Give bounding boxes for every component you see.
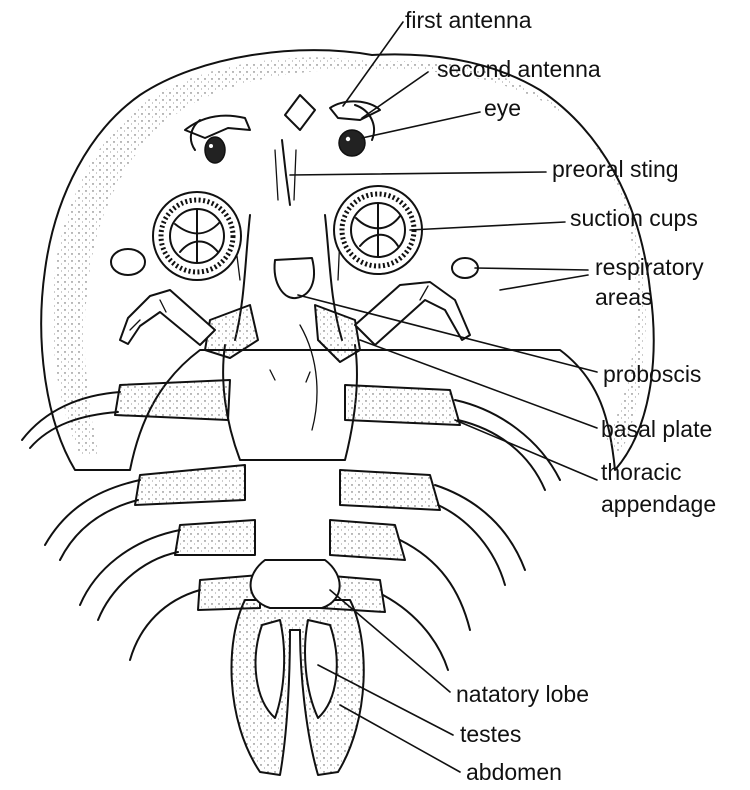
- label-respiratory-areas-2: areas: [595, 284, 653, 310]
- eye-left: [205, 137, 225, 163]
- label-thoracic-appendage-2: appendage: [601, 491, 716, 517]
- eye-right: [339, 130, 365, 156]
- suction-cup-right: [334, 186, 422, 274]
- label-thoracic-appendage-1: thoracic: [601, 459, 682, 485]
- suction-cup-left: [153, 192, 241, 280]
- natatory-lobe: [251, 560, 340, 608]
- label-proboscis: proboscis: [603, 361, 701, 387]
- label-basal-plate: basal plate: [601, 416, 712, 442]
- label-natatory-lobe: natatory lobe: [456, 681, 589, 707]
- abdomen: [231, 600, 363, 775]
- label-respiratory-areas-1: respiratory: [595, 254, 704, 280]
- label-eye: eye: [484, 95, 521, 121]
- label-abdomen: abdomen: [466, 759, 562, 785]
- label-testes: testes: [460, 721, 521, 747]
- label-preoral-sting: preoral sting: [552, 156, 679, 182]
- label-first-antenna: first antenna: [405, 7, 532, 33]
- label-suction-cups: suction cups: [570, 205, 698, 231]
- label-second-antenna: second antenna: [437, 56, 601, 82]
